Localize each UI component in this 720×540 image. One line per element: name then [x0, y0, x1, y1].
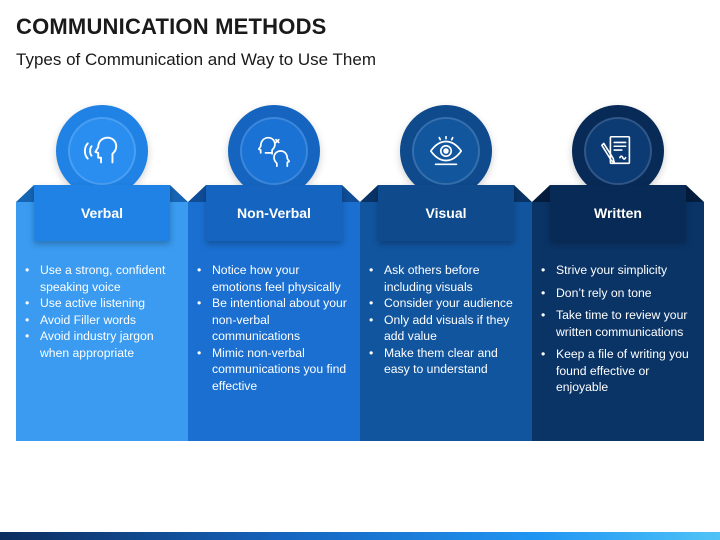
list-item: Notice how your emotions feel physically: [197, 262, 348, 295]
panel-written: Strive your simplicity Don’t rely on ton…: [532, 202, 704, 441]
list-item: Be intentional about your non-verbal com…: [197, 295, 348, 345]
panel-nonverbal: Notice how your emotions feel physically…: [188, 202, 360, 441]
list-item: Consider your audience: [369, 295, 520, 312]
column-verbal: Use a strong, confident speaking voice U…: [16, 105, 188, 441]
tab-fold-right: [170, 185, 188, 202]
tab-fold-left: [360, 185, 378, 202]
bullet-list-verbal: Use a strong, confident speaking voice U…: [25, 262, 176, 361]
panel-visual: Ask others before including visuals Cons…: [360, 202, 532, 441]
column-nonverbal: Notice how your emotions feel physically…: [188, 105, 360, 441]
page-title: COMMUNICATION METHODS: [16, 14, 327, 39]
list-item: Use active listening: [25, 295, 176, 312]
column-written: Strive your simplicity Don’t rely on ton…: [532, 105, 704, 441]
tab-fold-left: [16, 185, 34, 202]
icon-circle-verbal: [56, 105, 148, 197]
list-item: Only add visuals if they add value: [369, 312, 520, 345]
tab-fold-right: [686, 185, 704, 202]
list-item: Use a strong, confident speaking voice: [25, 262, 176, 295]
tab-fold-right: [342, 185, 360, 202]
page-subtitle: Types of Communication and Way to Use Th…: [16, 50, 376, 69]
list-item: Take time to review your written communi…: [541, 307, 692, 340]
list-item: Avoid industry jargon when appropriate: [25, 328, 176, 361]
tab-fold-left: [532, 185, 550, 202]
bullet-list-visual: Ask others before including visuals Cons…: [369, 262, 520, 378]
list-item: Strive your simplicity: [541, 262, 692, 279]
tab-fold-left: [188, 185, 206, 202]
bullet-list-written: Strive your simplicity Don’t rely on ton…: [541, 262, 692, 396]
list-item: Don’t rely on tone: [541, 285, 692, 302]
list-item: Mimic non-verbal communications you find…: [197, 345, 348, 395]
document-pen-icon: [601, 135, 631, 165]
heading-written: Written: [550, 185, 686, 241]
bottom-accent-bar: [0, 532, 720, 540]
speaking-head-icon: [83, 136, 118, 164]
icon-circle-nonverbal: [228, 105, 320, 197]
column-visual: Ask others before including visuals Cons…: [360, 105, 532, 441]
list-item: Ask others before including visuals: [369, 262, 520, 295]
heading-visual: Visual: [378, 185, 514, 241]
list-item: Keep a file of writing you found effecti…: [541, 346, 692, 396]
bullet-list-nonverbal: Notice how your emotions feel physically…: [197, 262, 348, 395]
icon-circle-written: [572, 105, 664, 197]
heading-verbal: Verbal: [34, 185, 170, 241]
two-faces-icon: [257, 136, 291, 168]
tab-fold-right: [514, 185, 532, 202]
icon-circle-visual: [400, 105, 492, 197]
list-item: Avoid Filler words: [25, 312, 176, 329]
list-item: Make them clear and easy to understand: [369, 345, 520, 378]
eye-icon: [429, 135, 463, 166]
heading-nonverbal: Non-Verbal: [206, 185, 342, 241]
panel-verbal: Use a strong, confident speaking voice U…: [16, 202, 188, 441]
